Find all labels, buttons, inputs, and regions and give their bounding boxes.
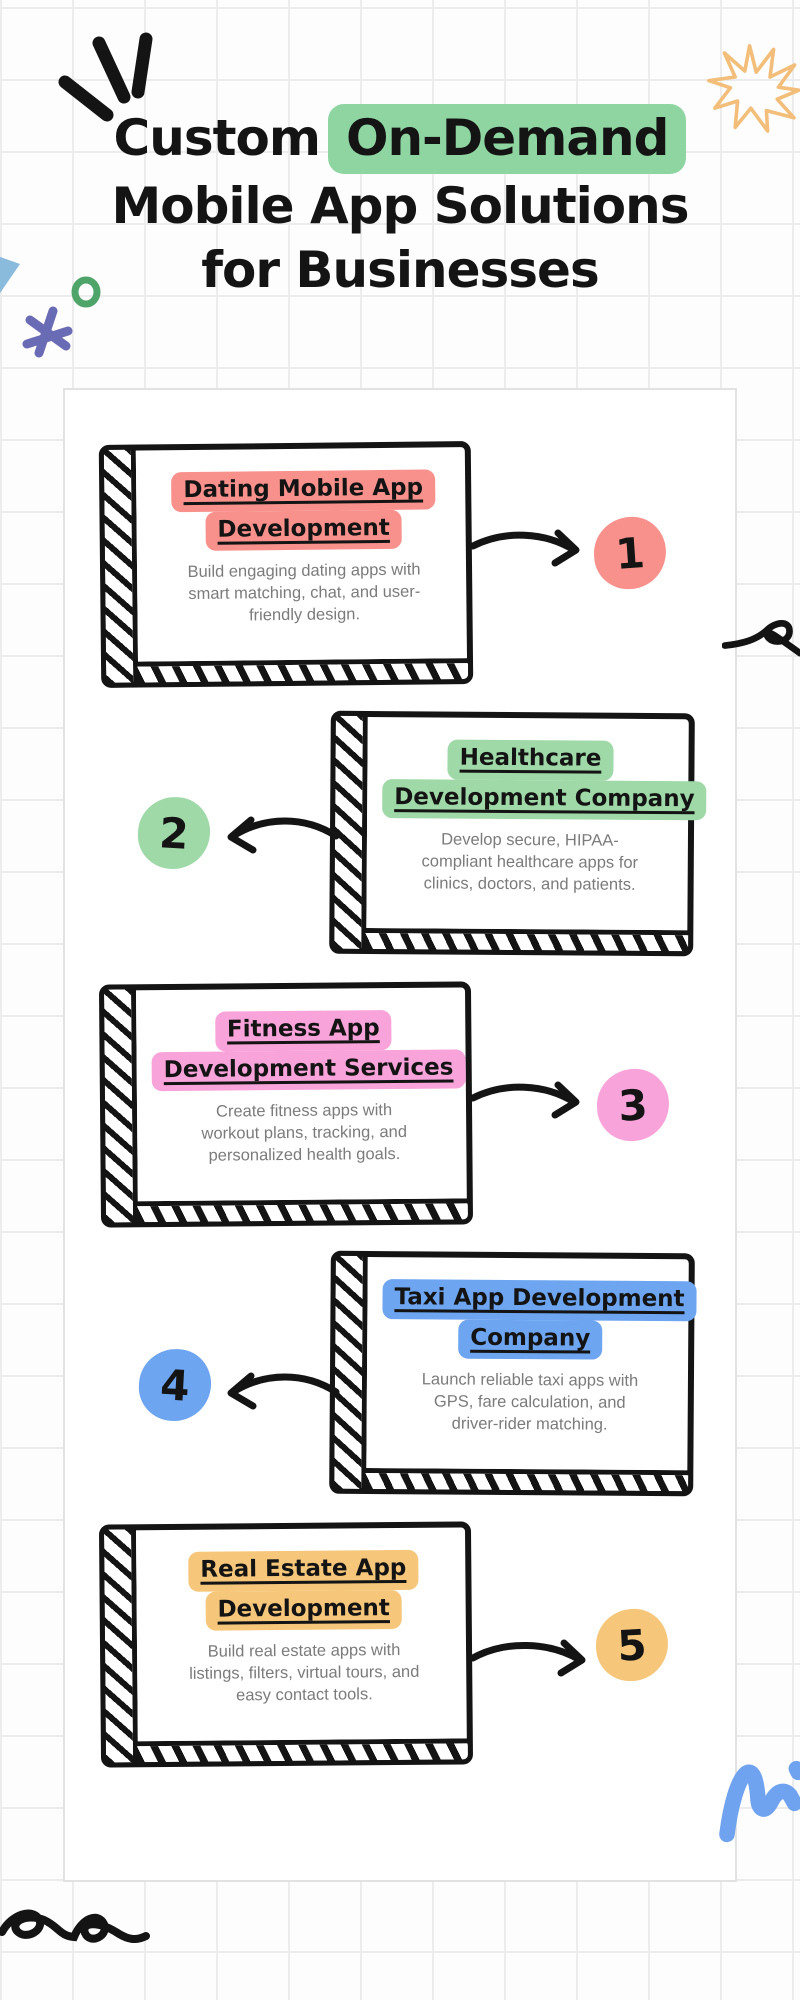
card-title: Fitness App Development Services: [151, 1010, 466, 1092]
emphasis-dashes-icon: [58, 32, 153, 122]
card-hatch-left: [103, 1529, 139, 1763]
title-line-3: for Businesses: [201, 241, 599, 299]
card-fitness: Fitness App Development Services Create …: [98, 981, 474, 1228]
card-title-line1: Taxi App Development: [382, 1279, 697, 1321]
card-description: Launch reliable taxi apps with GPS, fare…: [421, 1370, 639, 1434]
card-hatch-bottom: [136, 1738, 469, 1763]
card-description: Develop secure, HIPAA-compliant healthca…: [421, 830, 639, 895]
squiggle-ee-icon: [0, 1909, 150, 1944]
card-description: Create fitness apps with workout plans, …: [201, 1101, 408, 1165]
arrow-left-icon: [227, 816, 340, 854]
card-title-line1: Real Estate App: [188, 1549, 419, 1592]
scribble-m-icon: [719, 1760, 800, 1843]
card-title-line2: Development Company: [382, 778, 707, 821]
card-description: Build real estate apps with listings, fi…: [189, 1641, 420, 1705]
arrow-right-icon: [470, 529, 580, 567]
card-hatch-bottom: [136, 1198, 469, 1223]
card-dating-app: Dating Mobile App Development Build enga…: [98, 441, 474, 688]
triangle-icon: [0, 256, 20, 294]
card-hatch-bottom: [137, 658, 469, 683]
card-title-line2: Development: [205, 509, 403, 552]
card-title: Healthcare Development Company: [382, 739, 707, 821]
card-title: Taxi App Development Company: [382, 1279, 697, 1360]
card-title-line2: Company: [458, 1319, 603, 1360]
card-hatch-bottom: [365, 1467, 689, 1492]
card-description: Build engaging dating apps with smart ma…: [187, 560, 421, 625]
card-hatch-left: [103, 449, 139, 683]
card-hatch-left: [103, 989, 139, 1223]
card-title-line1: Healthcare: [447, 739, 614, 781]
card-title-line2: Development Services: [151, 1049, 466, 1092]
arrow-right-icon: [470, 1081, 580, 1119]
card-title: Dating Mobile App Development: [151, 469, 456, 552]
card-healthcare: Healthcare Development Company Develop s…: [329, 710, 707, 957]
squiggle-e-icon: [722, 620, 800, 657]
card-real-estate: Real Estate App Development Build real e…: [98, 1521, 474, 1768]
card-title-line1: Fitness App: [214, 1010, 392, 1052]
card-title-line2: Development: [205, 1589, 403, 1631]
title-line-2: Mobile App Solutions: [111, 177, 689, 235]
arrow-left-icon: [227, 1372, 340, 1410]
card-taxi: Taxi App Development Company Launch reli…: [329, 1250, 697, 1497]
card-title: Real Estate App Development: [151, 1549, 456, 1632]
star-burst-icon: [707, 43, 800, 133]
card-title-line1: Dating Mobile App: [171, 469, 436, 512]
arrow-right-icon: [470, 1639, 586, 1677]
asterisk-icon: [22, 306, 73, 358]
title-highlight: On-Demand: [327, 104, 687, 174]
card-hatch-bottom: [365, 927, 689, 952]
ring-icon: [71, 276, 101, 308]
